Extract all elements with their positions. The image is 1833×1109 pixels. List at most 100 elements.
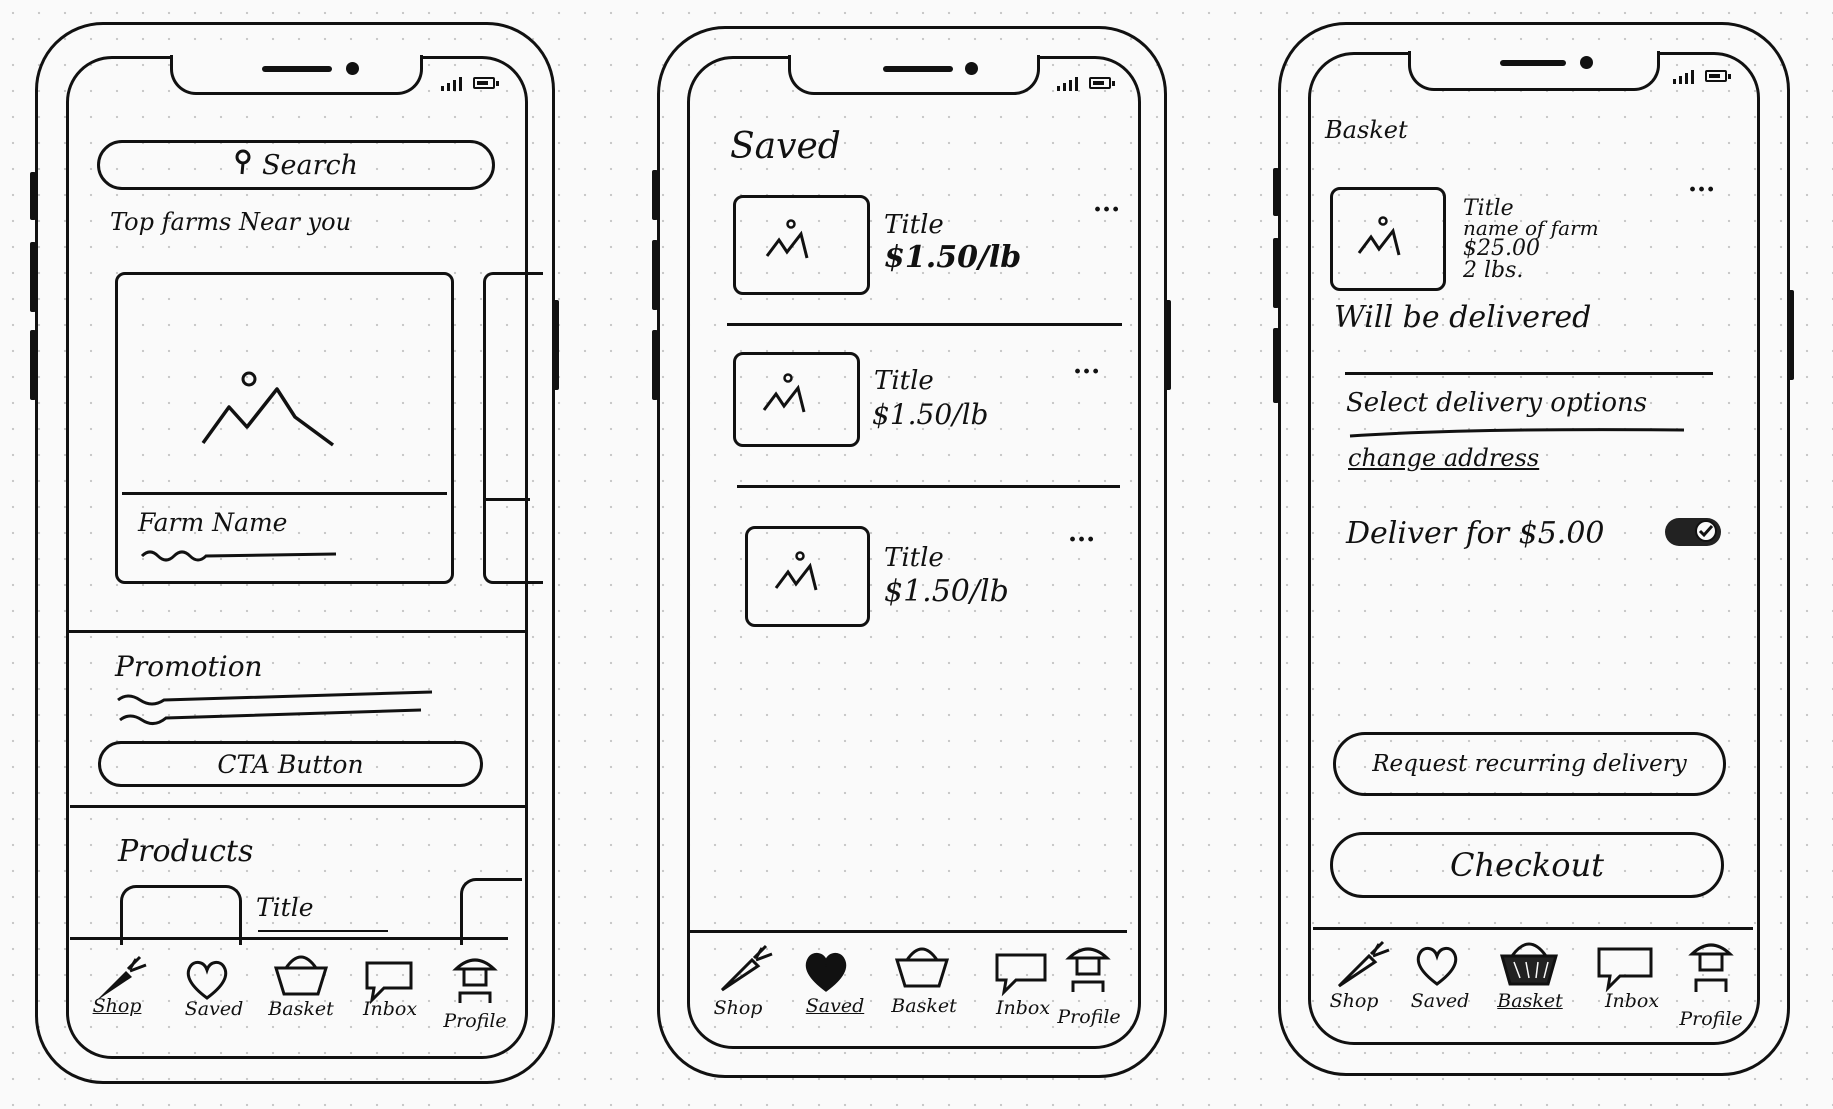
saved-item-thumbnail[interactable] (733, 352, 860, 447)
change-address-link[interactable]: change address (1348, 444, 1540, 472)
nav-inbox-label[interactable]: Inbox (362, 998, 418, 1020)
status-icons (441, 77, 501, 91)
search-bar[interactable]: Search (97, 140, 495, 190)
notch (170, 55, 423, 95)
section-title: Top farms Near you (110, 208, 352, 236)
side-button (652, 170, 658, 220)
side-button (1273, 328, 1279, 403)
saved-item-price: $1.50/lb (884, 240, 1022, 275)
tab-bar-divider (1313, 927, 1753, 930)
more-options-icon[interactable]: ... (1073, 350, 1101, 380)
carrot-icon[interactable] (92, 955, 148, 1005)
profile-icon[interactable] (1688, 940, 1734, 994)
nav-profile-label[interactable]: Profile (1679, 1008, 1743, 1030)
nav-saved-label[interactable]: Saved (184, 998, 244, 1020)
cta-button[interactable]: CTA Button (98, 741, 483, 787)
product-thumbnail[interactable] (120, 885, 242, 945)
profile-icon[interactable] (1065, 944, 1111, 994)
delivery-note: Will be delivered (1334, 300, 1592, 335)
product-subtext (258, 930, 388, 932)
delivery-toggle[interactable] (1665, 518, 1721, 546)
image-placeholder-icon (1357, 216, 1401, 256)
notch (788, 55, 1040, 95)
heart-icon[interactable] (803, 950, 849, 994)
side-button (1273, 238, 1279, 308)
nav-shop-label[interactable]: Shop (713, 997, 763, 1019)
nav-profile-label[interactable]: Profile (1057, 1006, 1121, 1028)
search-icon (234, 149, 252, 182)
speaker (262, 66, 332, 72)
promotion-title: Promotion (115, 650, 263, 683)
farm-card-peek[interactable] (483, 272, 543, 584)
side-button (553, 300, 559, 390)
image-placeholder-icon (774, 551, 818, 591)
tab-bar-divider (70, 937, 508, 940)
products-title: Products (118, 834, 254, 869)
speaker (883, 66, 953, 72)
image-placeholder-icon (762, 373, 806, 413)
item-divider (727, 323, 1122, 326)
saved-item-thumbnail[interactable] (745, 526, 870, 627)
saved-header: Saved (730, 126, 841, 167)
profile-icon[interactable] (452, 955, 498, 1005)
side-button (1788, 290, 1794, 380)
more-options-icon[interactable]: ... (1093, 188, 1121, 218)
promotion-text-lines (117, 690, 433, 725)
nav-shop-label[interactable]: Shop (1329, 990, 1379, 1012)
basket-item-qty: 2 lbs. (1463, 258, 1524, 283)
nav-shop-label[interactable]: Shop (92, 995, 142, 1017)
notch (1408, 51, 1660, 91)
basket-icon[interactable] (272, 950, 330, 996)
side-button (30, 330, 36, 400)
status-icons (1057, 77, 1117, 91)
phone-basket-frame (1278, 22, 1790, 1076)
search-placeholder: Search (262, 149, 358, 181)
request-recurring-delivery-button[interactable]: Request recurring delivery (1333, 732, 1726, 796)
side-button (30, 172, 36, 220)
select-delivery-options[interactable]: Select delivery options (1346, 388, 1648, 418)
inbox-icon[interactable] (364, 960, 414, 1005)
farm-card-subtext (140, 550, 337, 562)
section-divider (70, 805, 525, 808)
carrot-icon[interactable] (718, 944, 774, 994)
nav-basket-label[interactable]: Basket (268, 998, 334, 1020)
saved-item-thumbnail[interactable] (733, 195, 870, 295)
status-icons (1673, 70, 1733, 84)
card-divider (122, 492, 447, 495)
nav-inbox-label[interactable]: Inbox (1604, 990, 1660, 1012)
basket-icon[interactable] (893, 942, 951, 988)
image-placeholder-icon (201, 371, 335, 447)
deliver-for-label: Deliver for $5.00 (1346, 516, 1605, 551)
peek-divider (485, 498, 530, 501)
side-button (1165, 300, 1171, 390)
carrot-icon[interactable] (1335, 940, 1391, 990)
product-title: Title (256, 893, 314, 922)
checkout-button[interactable]: Checkout (1330, 832, 1724, 898)
checkout-label: Checkout (1449, 846, 1605, 884)
nav-basket-label[interactable]: Basket (891, 995, 957, 1017)
basket-icon[interactable] (1498, 936, 1560, 986)
product-thumbnail-peek[interactable] (460, 878, 522, 945)
cta-label: CTA Button (217, 749, 364, 779)
camera (1580, 56, 1593, 69)
phone-shop-frame (35, 22, 555, 1084)
more-options-icon[interactable]: ... (1068, 518, 1096, 548)
nav-profile-label[interactable]: Profile (443, 1010, 507, 1032)
side-button (30, 242, 36, 312)
basket-item-thumbnail[interactable] (1330, 187, 1446, 291)
saved-item-title: Title (884, 210, 944, 240)
nav-basket-label[interactable]: Basket (1497, 990, 1563, 1012)
farm-card[interactable] (115, 272, 454, 584)
nav-saved-label[interactable]: Saved (1410, 990, 1470, 1012)
check-icon (1698, 525, 1714, 538)
underline-stroke (1349, 428, 1685, 438)
inbox-icon[interactable] (994, 952, 1048, 997)
heart-icon[interactable] (1414, 944, 1460, 988)
heart-icon[interactable] (184, 958, 230, 1002)
nav-inbox-label[interactable]: Inbox (995, 997, 1051, 1019)
image-placeholder-icon (765, 219, 809, 259)
more-options-icon[interactable]: ... (1688, 168, 1716, 198)
tab-bar-divider (687, 930, 1127, 933)
nav-saved-label[interactable]: Saved (805, 995, 865, 1017)
inbox-icon[interactable] (1596, 946, 1654, 993)
